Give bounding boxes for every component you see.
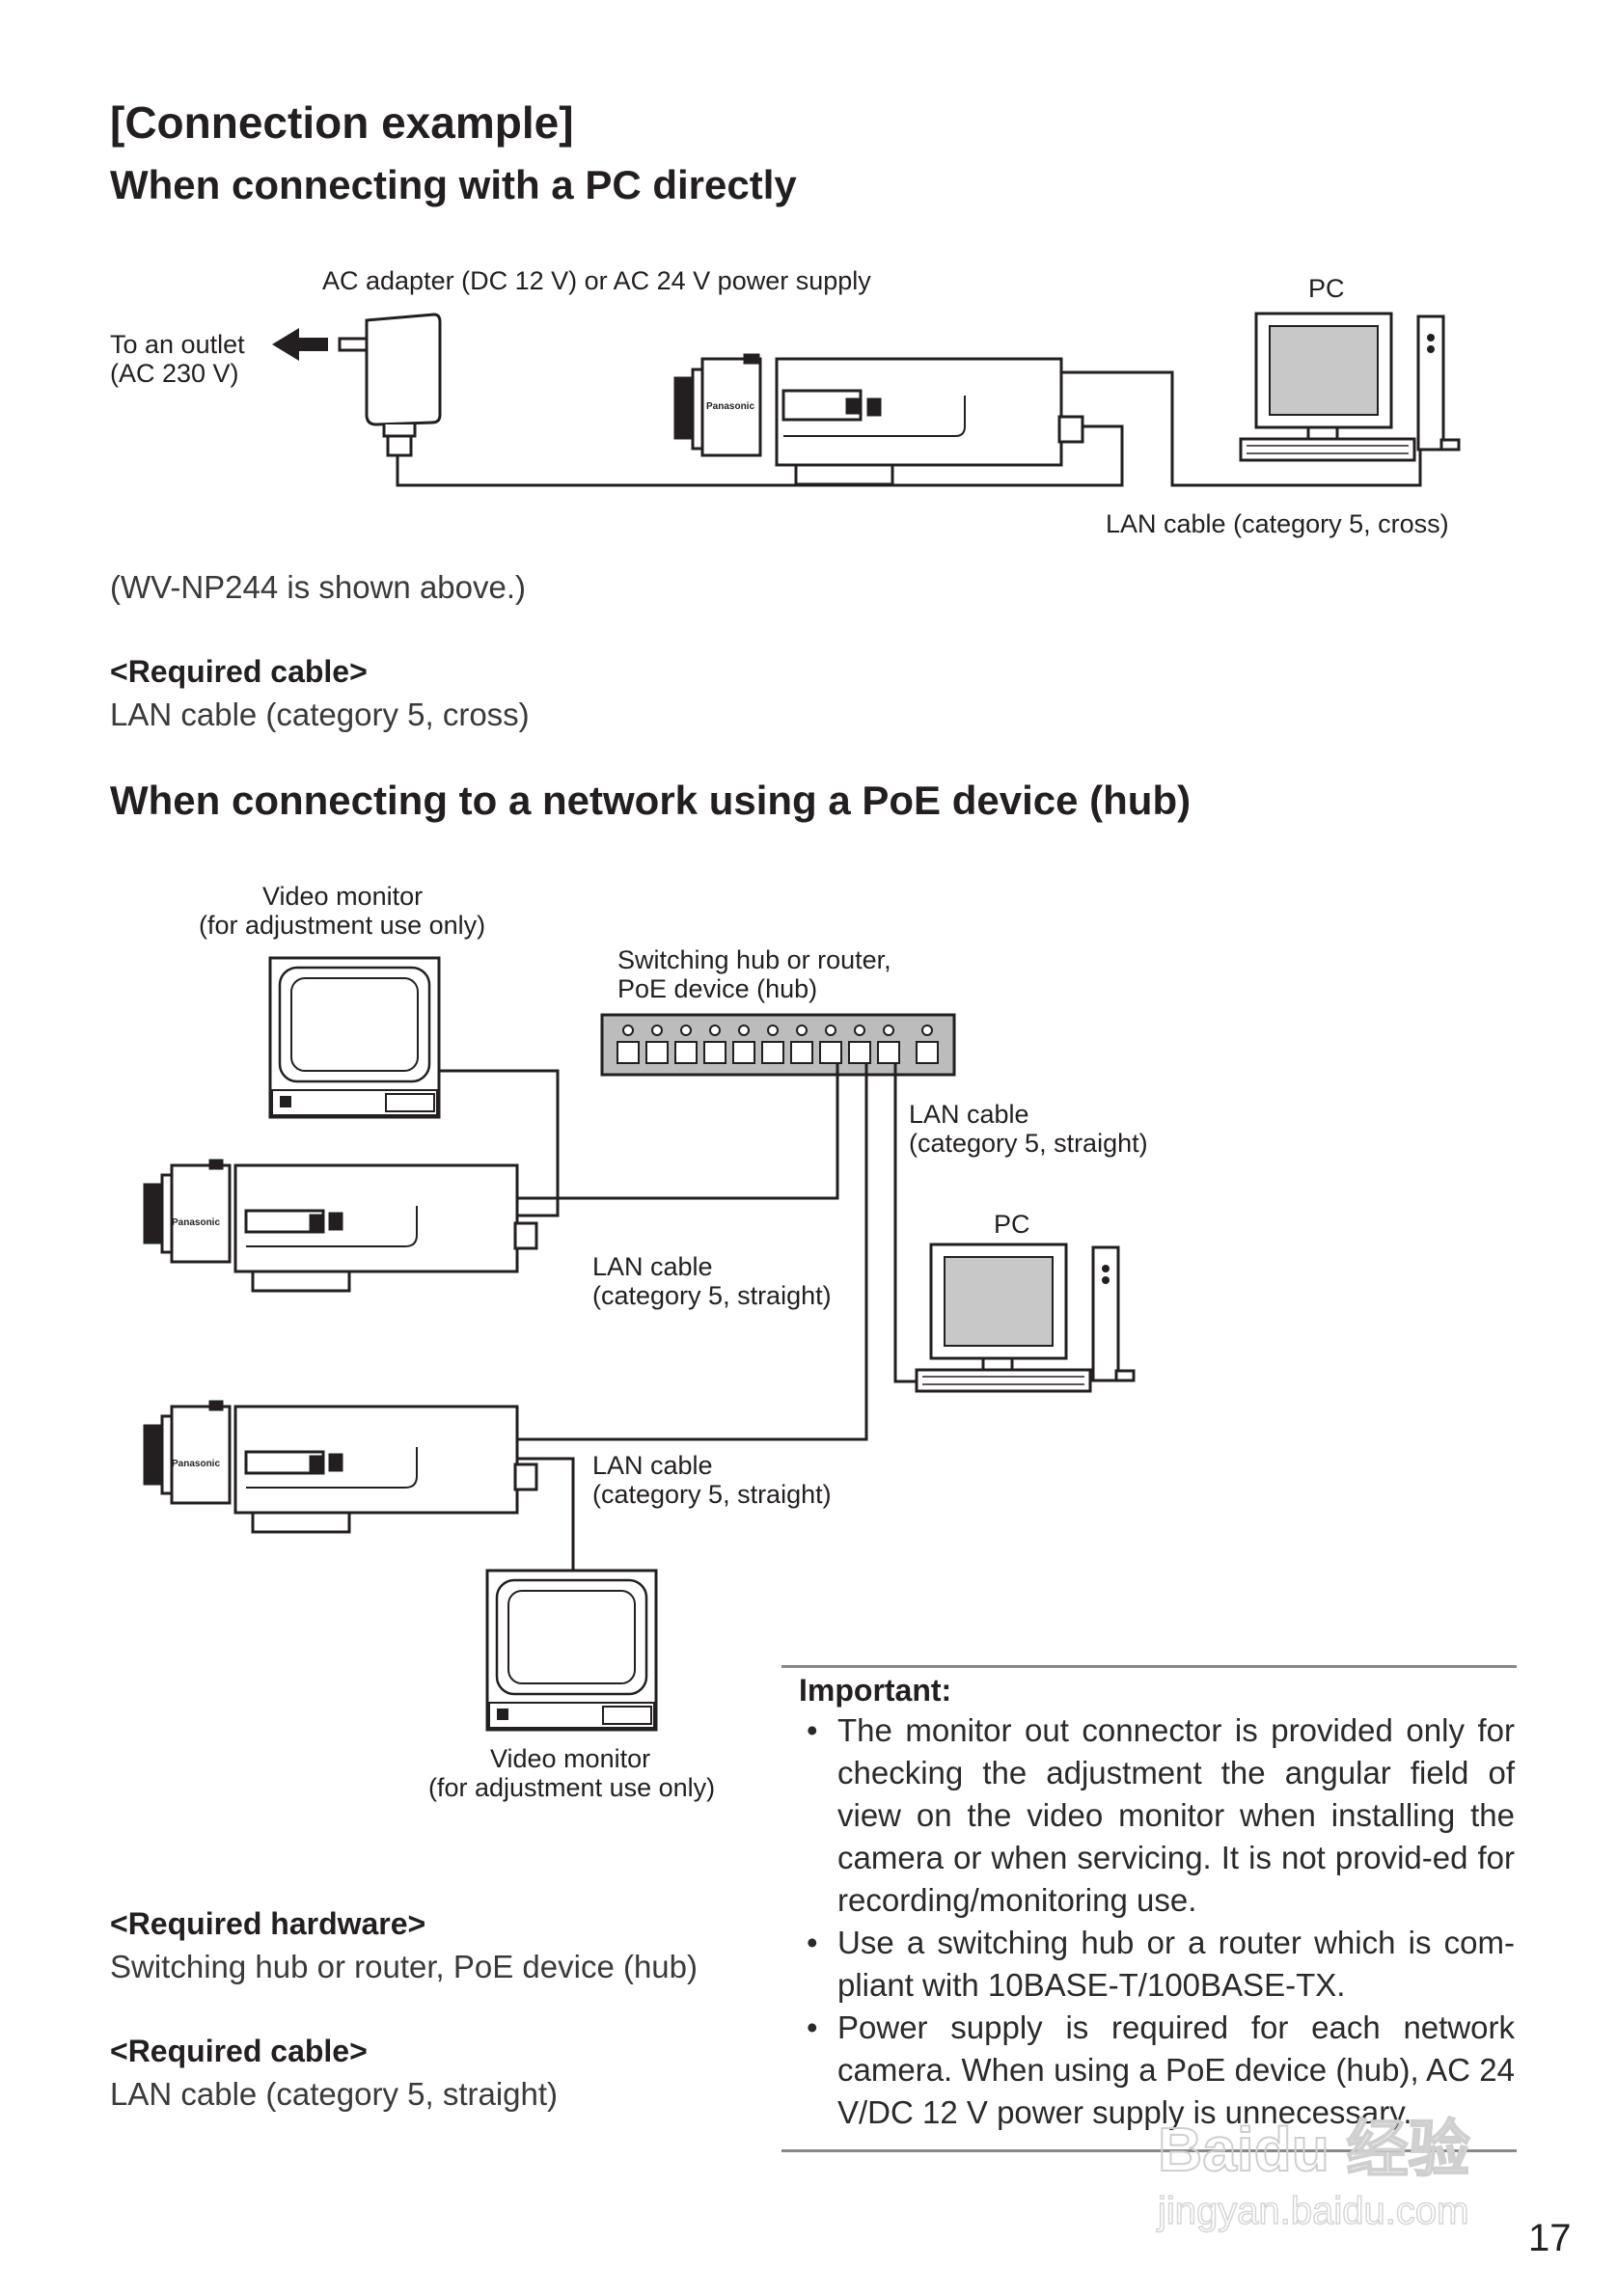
hub-label-line1: Switching hub or router, <box>617 945 891 974</box>
lan-cable-mid-label-line1: LAN cable <box>592 1252 713 1281</box>
video-monitor-top-label-line1: Video monitor <box>262 882 424 911</box>
svg-text:jingyan.baidu.com: jingyan.baidu.com <box>1157 2190 1468 2232</box>
camera-brand-label: Panasonic <box>706 401 754 412</box>
direct-connection-diagram: Panasonic <box>272 312 1461 487</box>
lan-cross-cable <box>1061 370 1422 487</box>
important-title: Important: <box>799 1673 952 1708</box>
page-title: [Connection example] <box>110 97 574 148</box>
important-list: The monitor out connector is provided on… <box>799 1709 1515 2134</box>
required-cable-heading-2: <Required cable> <box>110 2034 368 2068</box>
lan-cable-low-label-line1: LAN cable <box>592 1451 713 1480</box>
pc-label: PC <box>1308 274 1345 303</box>
video-monitor-icon <box>268 956 441 1119</box>
switching-hub-icon <box>600 1013 956 1077</box>
video-monitor-bottom-label-line2: (for adjustment use only) <box>428 1773 716 1802</box>
required-cable-value-1: LAN cable (category 5, cross) <box>110 697 530 732</box>
required-cable-heading-1: <Required cable> <box>110 654 368 689</box>
pc-icon <box>1239 312 1461 462</box>
hub-label-line2: PoE device (hub) <box>617 974 818 1003</box>
ac-adapter-icon <box>338 313 442 457</box>
pc-icon <box>915 1243 1136 1393</box>
video-monitor-bottom-label-line1: Video monitor <box>490 1744 651 1773</box>
camera-icon <box>673 353 1084 486</box>
camera2-brand-label: Panasonic <box>172 1459 220 1469</box>
baidu-watermark-logo: Baidu 经验 jingyan.baidu.com <box>1156 2114 1470 2233</box>
lan-cable-low-label-line2: (category 5, straight) <box>592 1480 832 1509</box>
svg-text:Baidu 经验: Baidu 经验 <box>1158 2115 1470 2184</box>
important-top-rule <box>781 1665 1517 1668</box>
important-item: Power supply is required for each networ… <box>799 2007 1515 2134</box>
outlet-label-line2: (AC 230 V) <box>110 359 239 388</box>
power-cable <box>396 424 1124 487</box>
camera-icon <box>143 1400 538 1534</box>
lan-cable-mid-label-line2: (category 5, straight) <box>592 1281 832 1310</box>
required-hardware-value: Switching hub or router, PoE device (hub… <box>110 1949 699 1984</box>
required-cable-value-2: LAN cable (category 5, straight) <box>110 2076 559 2112</box>
model-note: (WV-NP244 is shown above.) <box>110 569 527 605</box>
camera-icon <box>143 1159 538 1293</box>
lan-cable-right-label-line2: (category 5, straight) <box>909 1129 1148 1158</box>
important-item: The monitor out connector is provided on… <box>799 1709 1515 1922</box>
camera1-brand-label: Panasonic <box>172 1217 220 1228</box>
required-hardware-heading: <Required hardware> <box>110 1906 426 1941</box>
video-monitor-icon <box>485 1569 658 1732</box>
ac-adapter-label: AC adapter (DC 12 V) or AC 24 V power su… <box>322 266 871 295</box>
pc-label-2: PC <box>994 1210 1030 1239</box>
lan-cable-right-label-line1: LAN cable <box>909 1100 1029 1129</box>
page-number: 17 <box>1528 2217 1572 2259</box>
section2-heading: When connecting to a network using a PoE… <box>110 778 1192 823</box>
arrow-left-icon <box>272 328 328 361</box>
important-bottom-rule <box>781 2149 1517 2152</box>
section1-heading: When connecting with a PC directly <box>110 162 797 207</box>
important-item: Use a switching hub or a router which is… <box>799 1922 1515 2007</box>
lan-cross-label: LAN cable (category 5, cross) <box>1106 509 1449 538</box>
outlet-label-line1: To an outlet <box>110 330 245 359</box>
video-monitor-top-label-line2: (for adjustment use only) <box>199 911 486 940</box>
